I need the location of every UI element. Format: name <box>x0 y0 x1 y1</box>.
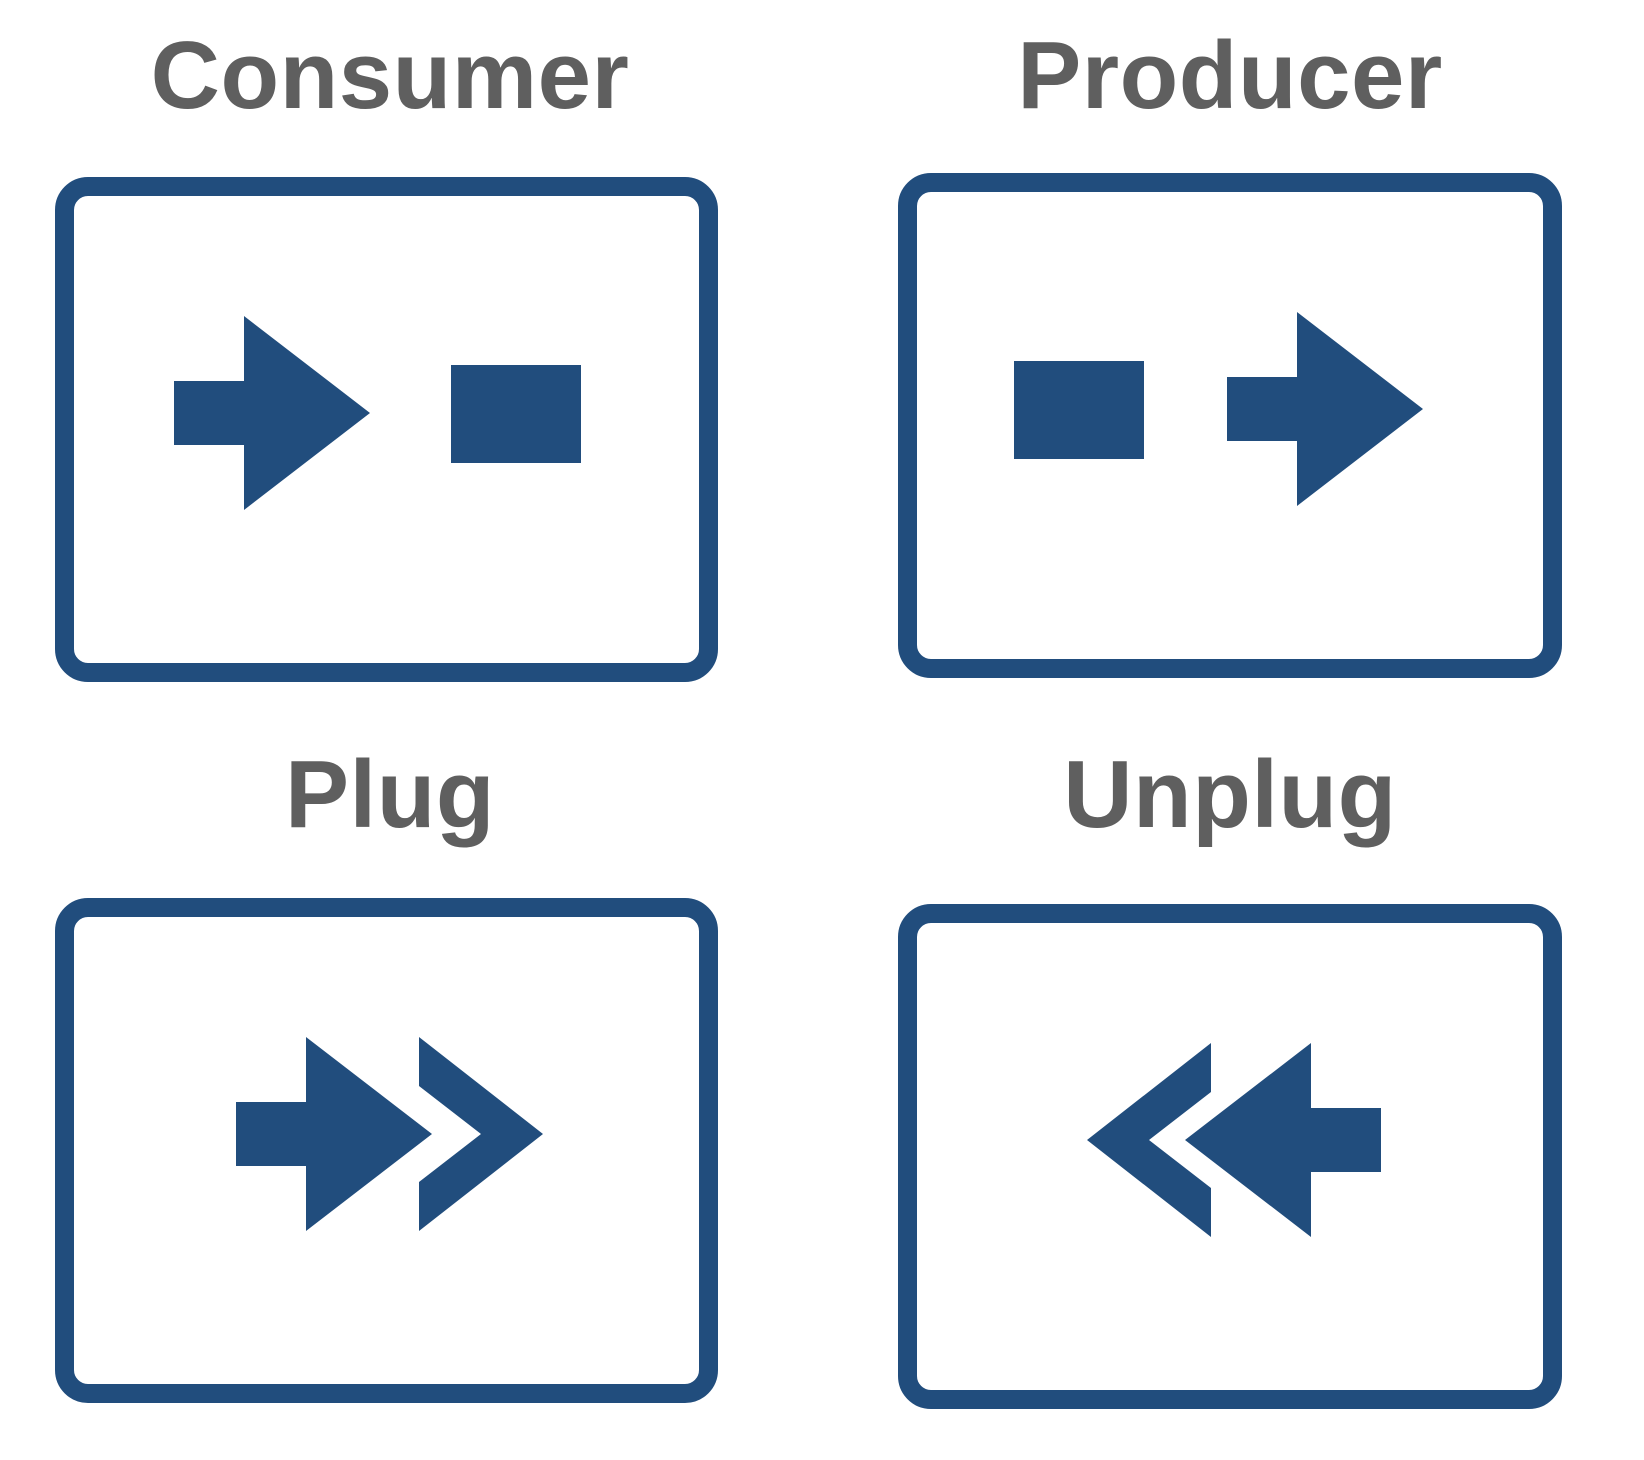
unplug-panel <box>898 904 1562 1409</box>
unplug-arrow-icon <box>1185 1043 1381 1237</box>
unplug-chevron-icon <box>1087 1043 1211 1237</box>
consumer-icon <box>174 316 581 510</box>
consumer-title: Consumer <box>150 22 630 129</box>
unplug-title: Unplug <box>1063 741 1397 848</box>
plug-title: Plug <box>285 741 495 848</box>
plug-panel <box>55 898 718 1403</box>
producer-block-icon <box>1014 361 1144 459</box>
plug-icon <box>236 1037 543 1231</box>
producer-arrow-icon <box>1227 312 1423 506</box>
producer-title: Producer <box>1017 22 1443 129</box>
plug-arrow-icon <box>236 1037 432 1231</box>
consumer-panel <box>55 177 718 682</box>
unplug-icon <box>1087 1043 1381 1237</box>
consumer-block-icon <box>451 365 581 463</box>
consumer-arrow-icon <box>174 316 370 510</box>
producer-icon <box>1014 312 1423 506</box>
producer-panel <box>898 173 1562 678</box>
plug-chevron-icon <box>419 1037 543 1231</box>
